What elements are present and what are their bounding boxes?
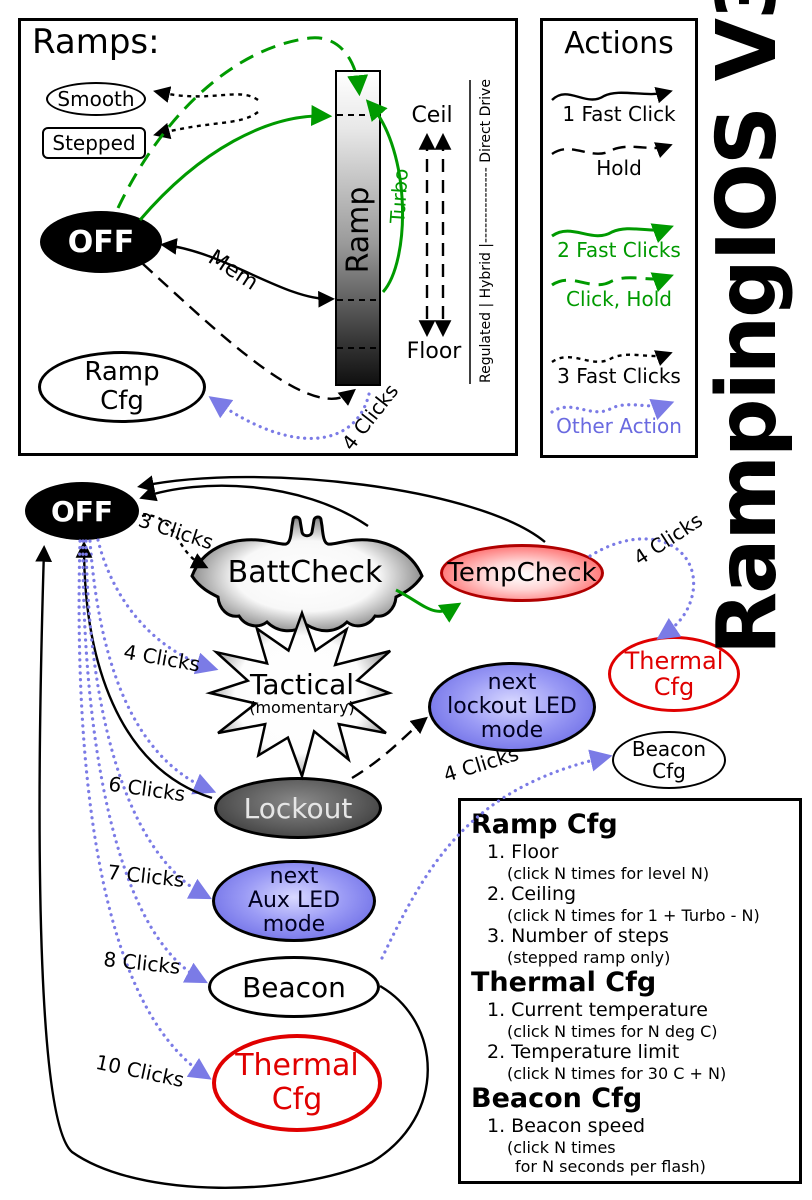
ramp-cfg-node: Ramp Cfg [38, 351, 206, 423]
beacon-cfg-node: Beacon Cfg [612, 731, 726, 789]
actions-title: Actions [564, 26, 674, 61]
ramp-cfg-item-2: 2. Ceiling [487, 883, 577, 905]
beacon-cfg-item-1-sub2: for N seconds per flash) [515, 1157, 706, 1176]
off-node-main: OFF [25, 482, 139, 540]
edge-label-4-clicks-tactical: 4 Clicks [121, 639, 203, 677]
edge-label-8-clicks: 8 Clicks [102, 947, 182, 979]
battcheck-label: BattCheck [227, 555, 383, 590]
thermal-cfg-right-line1: Thermal [624, 647, 724, 675]
cfg-reference-box: Ramp Cfg 1. Floor (click N times for lev… [458, 798, 802, 1184]
ramp-cfg-line2: Cfg [100, 386, 144, 416]
ramp-cfg-item-2-sub: (click N times for 1 + Turbo - N) [507, 906, 760, 925]
drive-scale-label: Regulated | Hybrid |--------------- Dire… [478, 79, 494, 383]
edge-off-10clicks-thermalcfg [77, 539, 212, 1080]
aux-led-line1: next [269, 864, 319, 889]
beacon-label: Beacon [242, 970, 346, 1004]
thermal-cfg-bottom-line1: Thermal [235, 1048, 359, 1083]
off-label: OFF [67, 224, 135, 260]
tempcheck-node: TempCheck [440, 544, 604, 602]
thermal-cfg-item-2-sub: (click N times for 30 C + N) [507, 1064, 727, 1083]
edge-label-6-clicks: 6 Clicks [107, 771, 187, 807]
edge-label-3-clicks: 3 Clicks [135, 507, 217, 555]
edge-off-8clicks-beacon [81, 539, 208, 984]
beacon-cfg-line1: Beacon [631, 737, 707, 761]
ramp-cfg-item-1-sub: (click N times for level N) [507, 864, 710, 883]
smooth-label: Smooth [57, 87, 135, 111]
edge-label-10-clicks: 10 Clicks [93, 1049, 187, 1093]
ramp-cfg-heading: Ramp Cfg [471, 809, 618, 840]
stepped-node: Stepped [42, 127, 146, 159]
lockout-led-line1: next [487, 670, 537, 695]
legend-click-hold: Click, Hold [566, 287, 672, 311]
tactical-label: Tactical [249, 668, 355, 701]
legend-3-fast-clicks: 3 Fast Clicks [557, 364, 681, 388]
beacon-cfg-item-1: 1. Beacon speed [487, 1115, 646, 1137]
beacon-cfg-heading: Beacon Cfg [471, 1083, 643, 1114]
thermal-cfg-right-line2: Cfg [653, 673, 695, 701]
lockout-led-line2: lockout LED [447, 694, 577, 719]
thermal-cfg-item-1-sub: (click N times for N deg C) [507, 1022, 718, 1041]
edge-label-4-clicks-thermal: 4 Clicks [629, 507, 707, 571]
next-aux-led-node: next Aux LED mode [212, 860, 376, 942]
legend-other-action: Other Action [556, 414, 682, 438]
tactical-sub-label: (momentary) [249, 698, 355, 717]
edge-off-7clicks-auxled [84, 539, 212, 900]
ramp-cfg-item-1: 1. Floor [487, 841, 559, 863]
page-title: RampingIOS V3 [700, 0, 795, 655]
ramp-bar-label: Ramp [341, 186, 376, 274]
thermal-cfg-bottom-line2: Cfg [271, 1082, 323, 1117]
floor-label: Floor [406, 339, 462, 364]
legend-hold: Hold [596, 156, 642, 180]
stepped-label: Stepped [52, 131, 136, 155]
beacon-cfg-line2: Cfg [652, 759, 686, 783]
thermal-cfg-item-2: 2. Temperature limit [487, 1041, 680, 1063]
ramps-title: Ramps: [32, 22, 160, 62]
ramp-cfg-line1: Ramp [84, 357, 160, 387]
off-node-ramps: OFF [40, 211, 162, 273]
lockout-led-line3: mode [480, 718, 544, 743]
lockout-node: Lockout [214, 777, 382, 839]
aux-led-line3: mode [262, 912, 326, 937]
edge-lockout-4clicks-ledmode [351, 716, 428, 780]
ramp-cfg-item-3: 3. Number of steps [487, 925, 669, 947]
smooth-node: Smooth [46, 82, 146, 116]
thermal-cfg-node-bottom: Thermal Cfg [212, 1034, 382, 1132]
beacon-cfg-item-1-sub: (click N times [507, 1138, 616, 1157]
tempcheck-label: TempCheck [447, 558, 597, 588]
legend-1-fast-click: 1 Fast Click [562, 102, 676, 126]
edge-battcheck-2clicks-tempcheck [395, 588, 462, 623]
ramp-cfg-item-3-sub: (stepped ramp only) [507, 948, 671, 967]
beacon-node: Beacon [208, 956, 380, 1018]
aux-led-line2: Aux LED [247, 888, 341, 913]
next-lockout-led-node: next lockout LED mode [428, 662, 596, 752]
thermal-cfg-node-right: Thermal Cfg [608, 636, 740, 712]
thermal-cfg-item-1: 1. Current temperature [487, 999, 708, 1021]
lockout-label: Lockout [243, 791, 353, 825]
legend-2-fast-clicks: 2 Fast Clicks [557, 238, 681, 262]
ceil-label: Ceil [411, 103, 453, 128]
edge-label-7-clicks: 7 Clicks [106, 860, 186, 892]
off-main-label: OFF [50, 494, 114, 528]
thermal-cfg-heading: Thermal Cfg [471, 967, 657, 998]
